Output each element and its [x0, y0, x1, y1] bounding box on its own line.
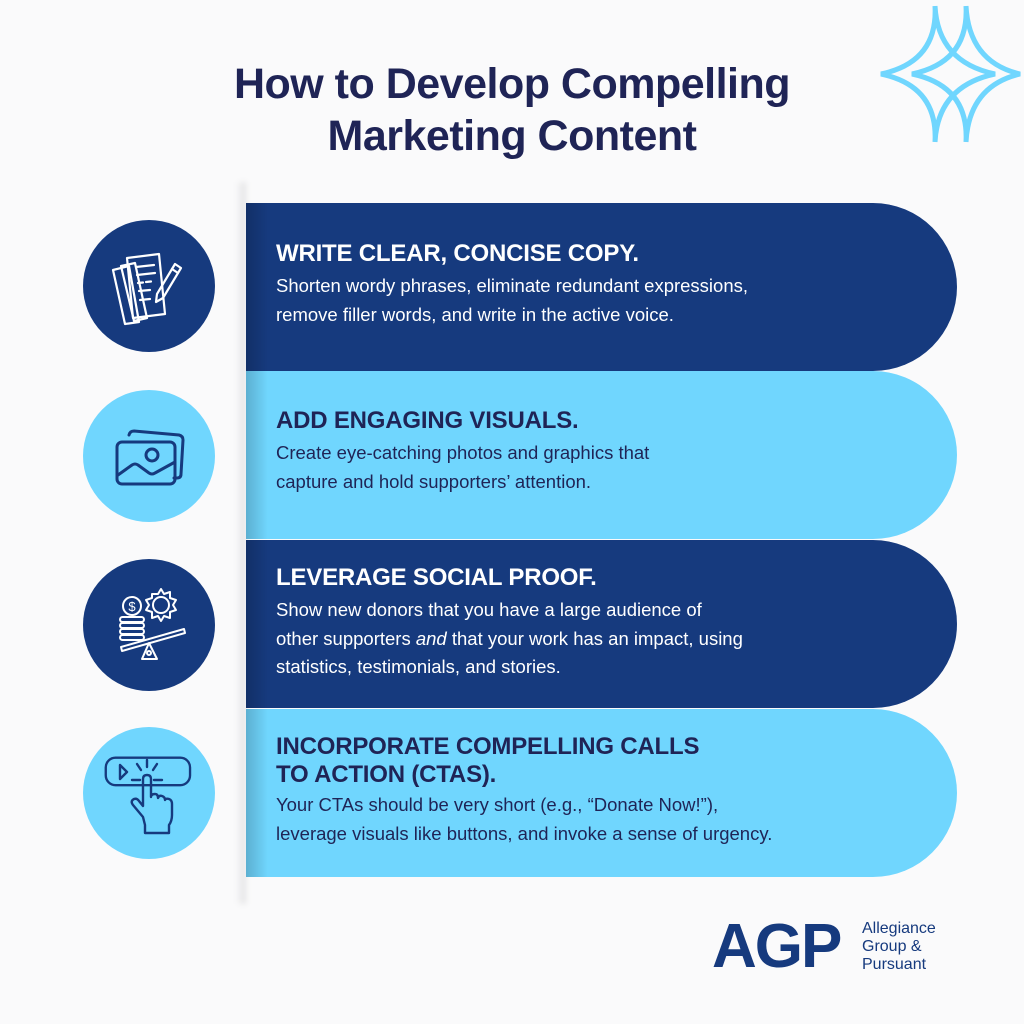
step-body-line: leverage visuals like buttons, and invok…	[276, 822, 773, 844]
step-card-add-visuals: ADD ENGAGING VISUALS. Create eye-catchin…	[246, 371, 957, 539]
step-body-line: Show new donors that you have a large au…	[276, 599, 702, 620]
step-heading: WRITE CLEAR, CONCISE COPY.	[276, 240, 639, 267]
logo-name-line: Allegiance	[862, 920, 936, 937]
title-line-1: How to Develop Compelling	[233, 60, 791, 108]
step-body-line: other supporters and that your work has …	[276, 625, 957, 654]
step-heading: INCORPORATE COMPELLING CALLS TO ACTION (…	[276, 733, 957, 789]
step-card-write-clear-copy: WRITE CLEAR, CONCISE COPY. Shorten wordy…	[246, 203, 957, 371]
step-body-line: Shorten wordy phrases, eliminate redunda…	[276, 275, 749, 296]
step-body-line: Create eye-catching photos and graphics …	[276, 442, 650, 463]
page-title: How to Develop Compelling Marketing Cont…	[0, 58, 1024, 162]
logo-name-line: Pursuant	[862, 956, 927, 973]
svg-text:$: $	[128, 599, 136, 614]
step-body-line: remove filler words, and write in the ac…	[276, 303, 674, 325]
photos-icon	[115, 429, 185, 486]
step-heading: LEVERAGE SOCIAL PROOF.	[276, 564, 597, 591]
title-line-2: Marketing Content	[327, 112, 697, 160]
step-body: Create eye-catching photos and graphics …	[276, 439, 957, 496]
sparkle-icon	[880, 5, 1021, 143]
step-body: Your CTAs should be very short (e.g., “D…	[276, 791, 957, 848]
document-pencil-icon	[111, 252, 183, 326]
logo-name-line: Group &	[862, 938, 922, 955]
step-body: Shorten wordy phrases, eliminate redunda…	[276, 272, 957, 329]
step-heading-line: INCORPORATE COMPELLING CALLS	[276, 733, 700, 760]
emphasis-text: and	[415, 627, 447, 649]
step-icon-circle-2	[83, 390, 215, 522]
step-body-line: statistics, testimonials, and stories.	[276, 656, 561, 677]
step-card-calls-to-action: INCORPORATE COMPELLING CALLS TO ACTION (…	[246, 709, 957, 877]
step-card-social-proof: LEVERAGE SOCIAL PROOF. Show new donors t…	[246, 540, 957, 708]
logo-mark: AGP	[712, 912, 842, 981]
step-heading: ADD ENGAGING VISUALS.	[276, 407, 579, 434]
step-icon-circle-3: $	[83, 559, 215, 691]
step-body: Show new donors that you have a large au…	[276, 596, 957, 682]
step-icon-circle-1	[83, 220, 215, 352]
text-segment: other supporters	[276, 627, 416, 649]
scale-coins-gear-icon: $	[119, 588, 186, 660]
step-heading-line: TO ACTION (CTAS).	[276, 761, 497, 788]
card-stack-shadow	[236, 182, 246, 904]
click-button-icon	[104, 756, 192, 835]
text-segment: that your work has an impact, using	[446, 627, 743, 649]
step-body-line: Your CTAs should be very short (e.g., “D…	[276, 794, 719, 815]
step-icon-circle-4	[83, 727, 215, 859]
logo-name: Allegiance Group & Pursuant	[862, 920, 982, 974]
step-body-line: capture and hold supporters’ attention.	[276, 470, 592, 492]
